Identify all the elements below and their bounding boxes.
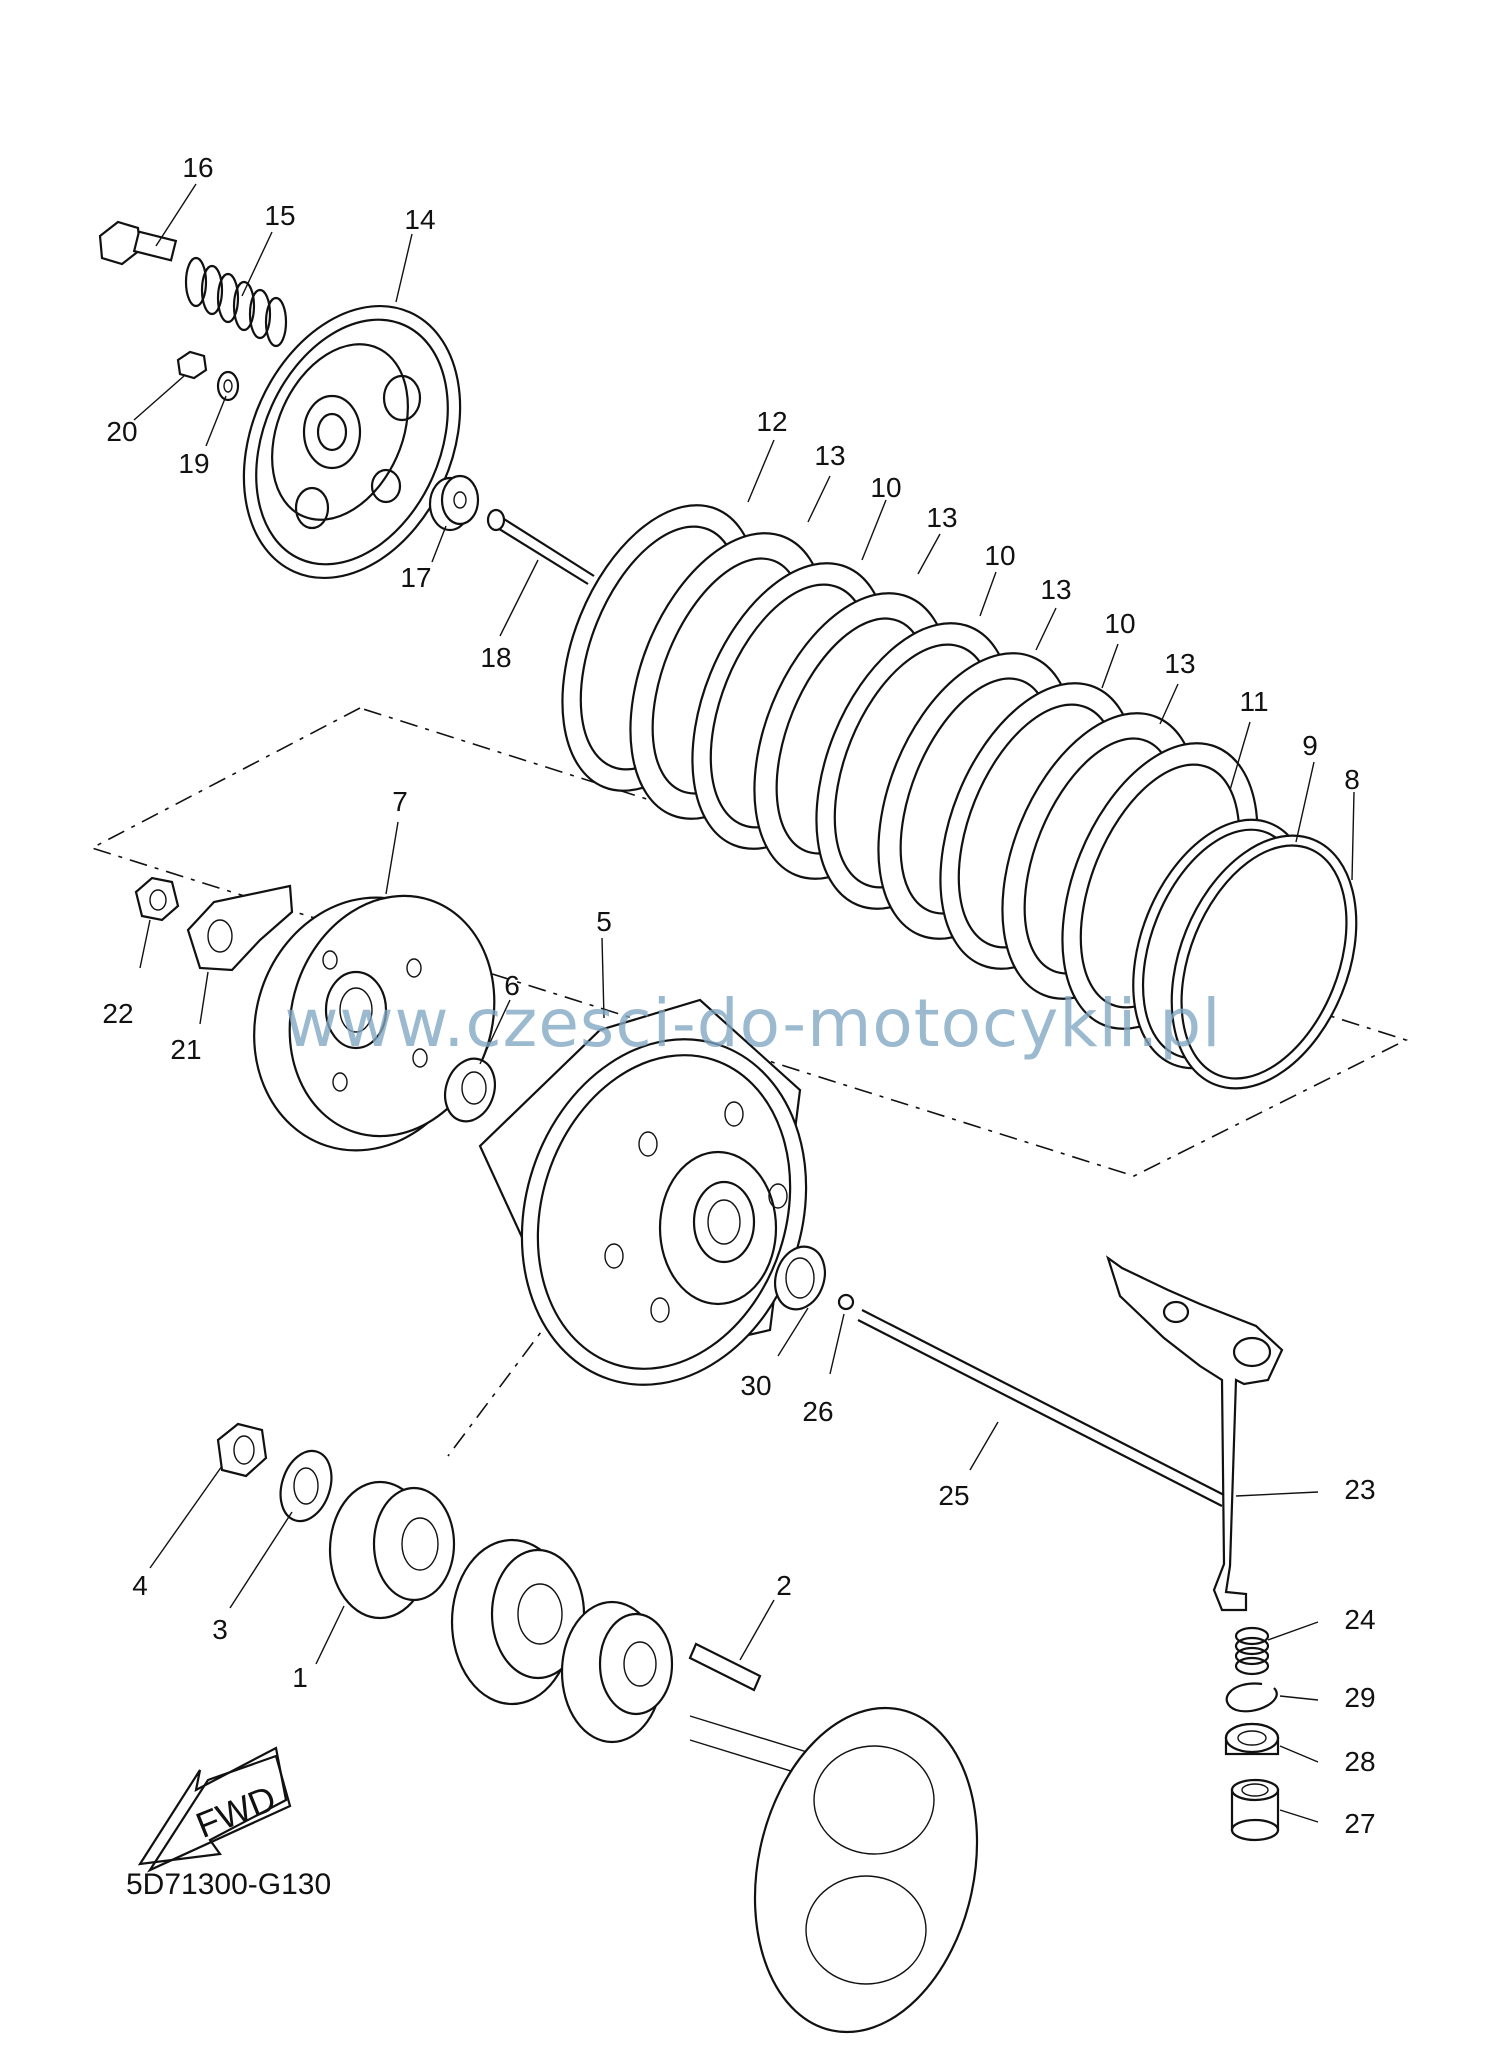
callout-3: 3: [212, 1614, 228, 1645]
part-4-nut: [216, 1422, 268, 1478]
watermark-text: www.czesci-do-motocykli.pl: [284, 985, 1222, 1062]
callout-28: 28: [1344, 1746, 1376, 1777]
callout-30: 30: [740, 1370, 772, 1401]
callout-24: 24: [1344, 1604, 1376, 1635]
callout-15: 15: [264, 200, 296, 231]
callout-7: 7: [392, 786, 408, 817]
part-26-ball: [837, 1293, 855, 1311]
callout-13-c: 13: [1040, 574, 1072, 605]
callout-27: 27: [1344, 1808, 1376, 1839]
callout-5: 5: [596, 906, 612, 937]
part-23-lever-shaft: [1105, 1255, 1284, 1612]
part-6-washer: [444, 1057, 496, 1123]
part-18-push-rod: [486, 508, 595, 585]
callout-22: 22: [102, 998, 134, 1029]
callout-11: 11: [1239, 686, 1269, 717]
drive-gear-2: [450, 1538, 586, 1706]
callout-23: 23: [1344, 1474, 1376, 1505]
callout-12: 12: [756, 406, 788, 437]
fwd-arrow: [137, 1746, 292, 1873]
part-16-bolt: [98, 220, 178, 266]
leader-lines: [133, 183, 1355, 1823]
part-29-circlip: [1225, 1682, 1278, 1713]
dashed-alignment-line: [447, 1311, 557, 1457]
part-30-thrust-washer: [774, 1245, 826, 1311]
part-27-bearing: [1230, 1778, 1280, 1842]
part-22-nut: [134, 876, 180, 922]
callout-13-a: 13: [814, 440, 846, 471]
callout-10-a: 10: [870, 472, 902, 503]
callout-26: 26: [802, 1396, 834, 1427]
callout-17: 17: [400, 562, 432, 593]
callout-13-d: 13: [1164, 648, 1196, 679]
callout-14: 14: [404, 204, 436, 235]
callout-21: 21: [170, 1034, 202, 1065]
callout-13-b: 13: [926, 502, 958, 533]
part-1-primary-drive-gear: [328, 1480, 456, 1620]
part-17-bearing: [428, 474, 480, 532]
callout-4: 4: [132, 1570, 148, 1601]
callout-8: 8: [1344, 764, 1360, 795]
callout-1: 1: [292, 1662, 308, 1693]
part-28-oil-seal: [1224, 1722, 1280, 1756]
crankshaft-ghost: [689, 1706, 979, 2034]
part-19-washer: [216, 370, 240, 402]
callout-6: 6: [504, 970, 520, 1001]
diagram-code: 5D71300-G130: [126, 1868, 332, 1901]
part-25-push-rod: [857, 1309, 1227, 1507]
callout-18: 18: [480, 642, 512, 673]
callout-20: 20: [106, 416, 138, 447]
part-14-pressure-plate: [242, 304, 462, 580]
callout-10-b: 10: [984, 540, 1016, 571]
part-2-key: [688, 1642, 762, 1692]
drive-gear-3: [560, 1600, 674, 1744]
part-3-washer: [279, 1449, 333, 1523]
part-20-nut: [176, 350, 208, 380]
part-5-clutch-housing: [478, 998, 808, 1386]
part-7-primary-driven-gear: [253, 894, 496, 1152]
callout-25: 25: [938, 1480, 970, 1511]
callout-29: 29: [1344, 1682, 1376, 1713]
callout-2: 2: [776, 1570, 792, 1601]
part-15-spring: [184, 256, 288, 348]
part-21-lock-washer: [186, 884, 294, 972]
callout-19: 19: [178, 448, 210, 479]
callout-9: 9: [1302, 730, 1318, 761]
callout-16: 16: [182, 152, 214, 183]
clutch-friction-plates: [561, 504, 1358, 1090]
callout-10-c: 10: [1104, 608, 1136, 639]
part-24-spring: [1234, 1626, 1270, 1676]
